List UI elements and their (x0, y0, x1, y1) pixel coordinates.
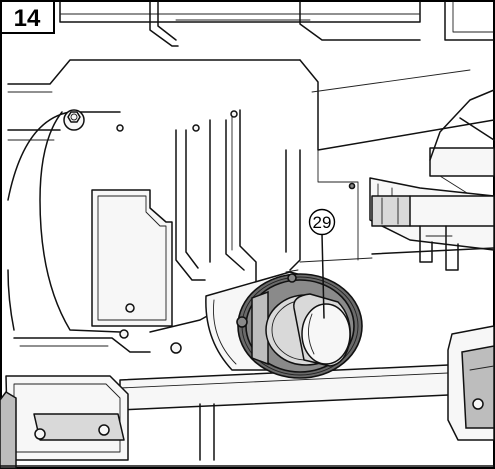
base-rails (0, 325, 495, 469)
dust-extraction-adapter (205, 269, 363, 379)
callout-label: 29 (313, 213, 332, 232)
callout-29: 29 (308, 208, 336, 319)
figure-number-tab: 14 (0, 0, 55, 34)
figure-number: 14 (14, 5, 41, 32)
machine-housing (7, 1, 495, 354)
side-bracket (299, 89, 495, 271)
